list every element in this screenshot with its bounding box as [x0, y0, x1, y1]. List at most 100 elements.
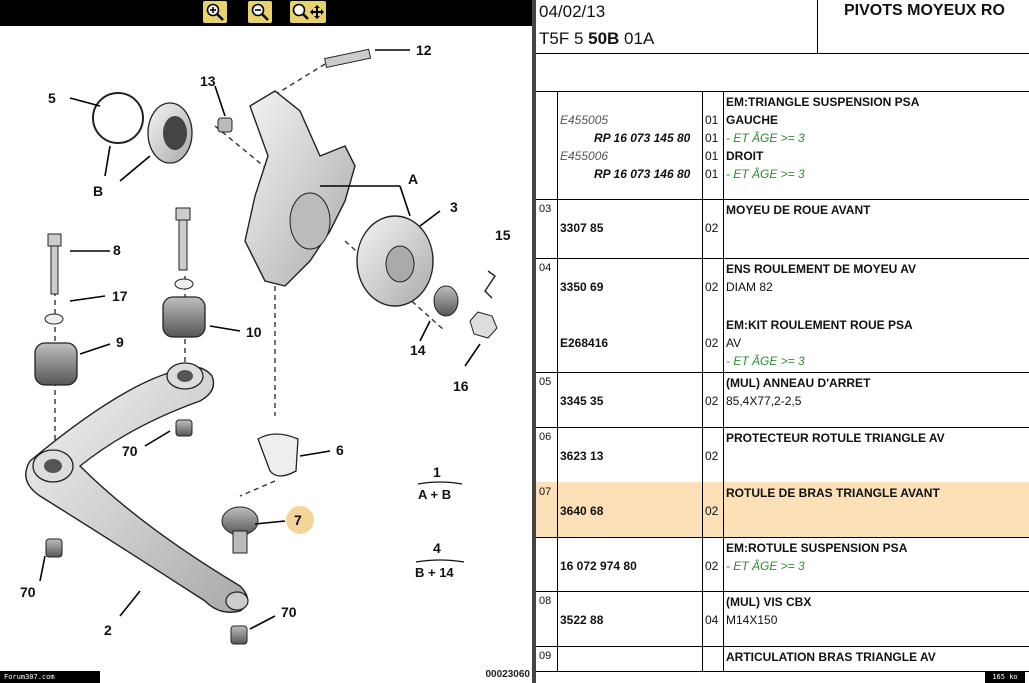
row-number: 06	[539, 431, 552, 443]
header-title: PIVOTS MOYEUX RO	[844, 2, 1005, 19]
label-17: 17	[112, 288, 128, 304]
panel-divider[interactable]	[532, 0, 536, 683]
part-description: ROTULE DE BRAS TRIANGLE AVANT	[726, 486, 940, 500]
zoom-out-icon	[251, 3, 269, 21]
parts-list-panel: 04/02/13 T5F 5 50B 01A PIVOTS MOYEUX RO …	[536, 0, 1029, 683]
part-description: - ET ÂGE >= 3	[726, 559, 805, 573]
table-row[interactable]: EM:ROTULE SUSPENSION PSA 16 072 974 80 02-…	[536, 537, 1029, 591]
table-row[interactable]: 03 MOYEU DE ROUE AVANT 3307 85 02	[536, 199, 1029, 258]
label-1: 1	[433, 464, 441, 480]
part-description: EM:KIT ROULEMENT ROUE PSA	[726, 318, 913, 332]
leader-lines	[39, 49, 481, 630]
part-quantity: 02	[705, 504, 719, 518]
header-code: T5F 5 50B 01A	[539, 29, 655, 48]
label-70-c: 70	[281, 604, 297, 620]
part-description: DROIT	[726, 149, 764, 163]
part-quantity: 01	[705, 113, 719, 127]
part-reference[interactable]: 3307 85	[560, 221, 604, 235]
row-number: 08	[539, 595, 552, 607]
label-b-plus-14: B + 14	[415, 565, 454, 580]
part-reference[interactable]: E455006	[560, 149, 609, 163]
label-2: 2	[104, 622, 112, 638]
part-reference[interactable]: 3345 35	[560, 394, 604, 408]
zoom-toolbar	[0, 0, 532, 26]
part-description: ENS ROULEMENT DE MOYEU AV	[726, 262, 917, 276]
part-description: EM:TRIANGLE SUSPENSION PSA	[726, 95, 920, 109]
part-quantity: 04	[705, 613, 719, 627]
part-reference[interactable]: RP 16 073 145 80	[594, 131, 691, 145]
diagram-panel: 12 13 5 B A 3 15 8 17 9 10 14 16 70 6 1 …	[0, 0, 532, 683]
table-row[interactable]: 05 (MUL) ANNEAU D'ARRET 3345 35 02 85,4X77,2…	[536, 372, 1029, 427]
part-quantity: 02	[705, 336, 719, 350]
status-size: 165 ko	[985, 671, 1025, 683]
part-reference[interactable]: 3350 69	[560, 280, 604, 294]
highlight-marker	[286, 506, 314, 534]
part-description: - ET ÂGE >= 3	[726, 167, 805, 181]
part-description: M14X150	[726, 613, 778, 627]
label-b: B	[93, 183, 103, 199]
part-reference[interactable]: 16 072 974 80	[560, 559, 637, 573]
label-7: 7	[294, 512, 302, 528]
label-13: 13	[200, 73, 216, 89]
table-row[interactable]: EM:TRIANGLE SUSPENSION PSA E455005 01 GAUCH…	[536, 91, 1029, 199]
part-description: 85,4X77,2-2,5	[726, 394, 802, 408]
part-description: (MUL) VIS CBX	[726, 595, 812, 609]
label-16: 16	[453, 378, 469, 394]
diagram-part-number: 00023060	[485, 669, 531, 680]
forum-watermark: Forum307.com	[0, 671, 100, 683]
part-description: DIAM 82	[726, 280, 773, 294]
label-6: 6	[336, 442, 344, 458]
table-row[interactable]: 07 ROTULE DE BRAS TRIANGLE AVANT 3640 68 02	[536, 482, 1029, 537]
label-9: 9	[116, 334, 124, 350]
label-8: 8	[113, 242, 121, 258]
part-description: EM:ROTULE SUSPENSION PSA	[726, 541, 908, 555]
callout-labels: 12 13 5 B A 3 15 8 17 9 10 14 16 70 6 1 …	[20, 42, 511, 638]
label-5: 5	[48, 90, 56, 106]
part-description: (MUL) ANNEAU D'ARRET	[726, 376, 871, 390]
bolt-8	[50, 245, 59, 295]
label-a: A	[408, 171, 418, 187]
steering-knuckle	[244, 90, 356, 287]
part-reference[interactable]: 3522 88	[560, 613, 604, 627]
label-4: 4	[433, 540, 441, 556]
row-number: 07	[539, 486, 552, 498]
part-description: MOYEU DE ROUE AVANT	[726, 203, 871, 217]
row-number: 03	[539, 203, 552, 215]
label-70-a: 70	[122, 443, 138, 459]
row-number: 09	[539, 650, 552, 662]
part-quantity: 01	[705, 149, 719, 163]
bushing-9	[34, 342, 78, 386]
part-quantity: 01	[705, 131, 719, 145]
part-reference[interactable]: E455005	[560, 113, 609, 127]
label-12: 12	[416, 42, 432, 58]
part-quantity: 02	[705, 394, 719, 408]
part-description: - ET ÂGE >= 3	[726, 354, 805, 368]
part-quantity: 02	[705, 280, 719, 294]
part-description: - ET ÂGE >= 3	[726, 131, 805, 145]
part-quantity: 01	[705, 167, 719, 181]
part-reference[interactable]: 3640 68	[560, 504, 604, 518]
part-reference[interactable]: 3623 13	[560, 449, 604, 463]
label-15: 15	[495, 227, 511, 243]
table-row[interactable]: 08 (MUL) VIS CBX 3522 88 04 M14X150	[536, 591, 1029, 646]
part-description: ARTICULATION BRAS TRIANGLE AV	[726, 650, 936, 664]
label-3: 3	[450, 199, 458, 215]
zoom-out-button[interactable]	[248, 1, 272, 23]
row-number: 05	[539, 376, 552, 388]
part-reference[interactable]: RP 16 073 146 80	[594, 167, 691, 181]
part-quantity: 02	[705, 559, 719, 573]
header-date: 04/02/13	[539, 2, 606, 21]
label-10: 10	[246, 324, 262, 340]
zoom-pan-button[interactable]	[290, 1, 326, 23]
zoom-in-button[interactable]	[203, 1, 227, 23]
part-description: PROTECTEUR ROTULE TRIANGLE AV	[726, 431, 945, 445]
part-reference[interactable]: E268416	[560, 336, 609, 350]
part-description: GAUCHE	[726, 113, 779, 127]
table-row[interactable]: 09 ARTICULATION BRAS TRIANGLE AV	[536, 646, 1029, 671]
part-quantity: 02	[705, 221, 719, 235]
zoom-in-icon	[206, 3, 224, 21]
part-description: AV	[726, 336, 742, 350]
control-arm	[25, 366, 249, 613]
